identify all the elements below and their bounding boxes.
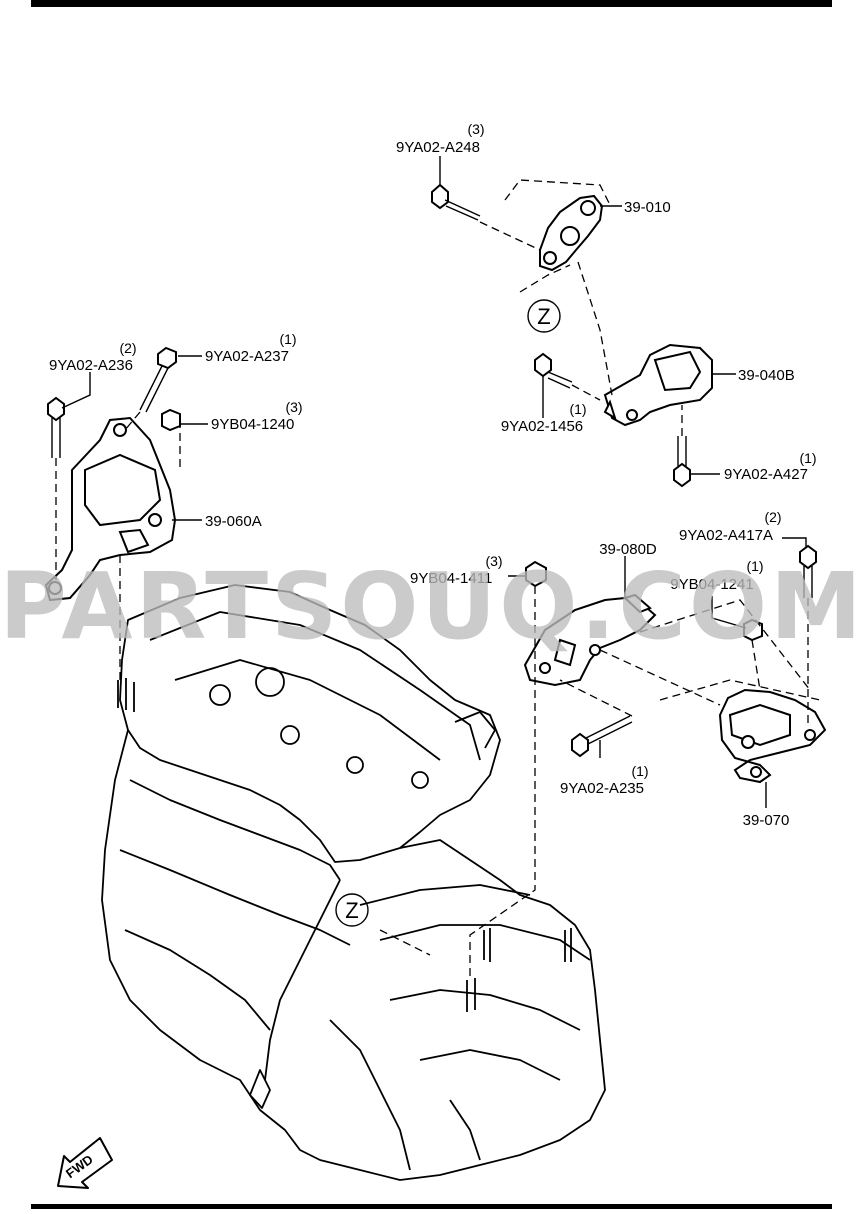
- callout-part-number: 39-010: [624, 199, 671, 216]
- callout-part-number: 39-080D: [599, 541, 657, 558]
- part-39-040B-mount[interactable]: [603, 343, 713, 427]
- callout-qty: (1): [746, 558, 763, 574]
- callout-part-number: 9YB04-1241: [670, 576, 753, 593]
- bolt-9YA02-A248[interactable]: [431, 183, 481, 221]
- callout-9YA02-A237[interactable]: (1) 9YA02-A237: [205, 331, 297, 365]
- callout-39-040B[interactable]: 39-040B: [738, 367, 795, 384]
- callout-part-number: 9YA02-A236: [49, 357, 133, 374]
- callout-part-number: 9YA02-A235: [560, 780, 644, 797]
- part-39-060A-mount[interactable]: [44, 416, 177, 602]
- fwd-arrow-icon: FWD: [57, 1137, 113, 1189]
- callout-9YB04-1411[interactable]: (3) 9YB04-1411: [410, 553, 503, 587]
- bolt-9YA02-A236[interactable]: [47, 396, 65, 458]
- z-marker-top: Z: [527, 299, 561, 333]
- callout-part-number: 39-040B: [738, 367, 795, 384]
- nut-9YB04-1241[interactable]: [743, 618, 763, 642]
- callout-qty: (1): [569, 401, 586, 417]
- callout-9YB04-1240[interactable]: (3) 9YB04-1240: [211, 399, 303, 433]
- callout-part-number: 9YB04-1240: [211, 416, 294, 433]
- bottom-border: [31, 1204, 832, 1209]
- callout-qty: (1): [799, 450, 816, 466]
- bolt-9YA02-A417A[interactable]: [799, 544, 817, 598]
- top-border: [31, 0, 832, 7]
- watermark: PARTSOUQ.COM: [0, 553, 864, 660]
- callout-part-number: 9YB04-1411: [410, 570, 492, 587]
- part-39-080D-bracket[interactable]: [523, 593, 657, 687]
- leader-lines: [61, 156, 807, 808]
- z-marker-bottom: Z: [335, 893, 369, 927]
- nut-9YB04-1240[interactable]: [161, 408, 181, 432]
- nut-9YB04-1411[interactable]: [525, 560, 547, 588]
- callout-part-number: 9YA02-1456: [501, 418, 583, 435]
- callout-9YA02-A235[interactable]: (1) 9YA02-A235: [560, 763, 649, 797]
- callout-9YB04-1241[interactable]: (1) 9YB04-1241: [670, 558, 763, 593]
- part-39-070-mount[interactable]: [718, 688, 827, 784]
- bolt-9YA02-A235[interactable]: [571, 715, 633, 758]
- callout-9YA02-A427[interactable]: (1) 9YA02-A427: [724, 450, 817, 483]
- callout-39-080D[interactable]: 39-080D: [599, 541, 657, 558]
- callout-part-number: 39-060A: [205, 513, 262, 530]
- callout-part-number: 9YA02-A427: [724, 466, 808, 483]
- callout-part-number: 9YA02-A248: [396, 139, 480, 156]
- callout-9YA02-A417A[interactable]: (2) 9YA02-A417A: [679, 509, 782, 544]
- callout-39-060A[interactable]: 39-060A: [205, 513, 262, 530]
- engine-block: [101, 584, 606, 1181]
- callout-qty: (2): [764, 509, 781, 525]
- callout-9YA02-1456[interactable]: (1) 9YA02-1456: [501, 401, 587, 435]
- callout-qty: (3): [485, 553, 502, 569]
- callout-9YA02-A236[interactable]: (2) 9YA02-A236: [49, 340, 137, 374]
- bolt-9YA02-1456[interactable]: [534, 352, 573, 389]
- callout-qty: (3): [467, 121, 484, 137]
- callout-qty: (1): [631, 763, 648, 779]
- callout-part-number: 9YA02-A417A: [679, 527, 773, 544]
- z-marker-bottom-label: Z: [345, 898, 358, 923]
- callout-qty: (1): [279, 331, 296, 347]
- alignment-lines: [55, 179, 821, 980]
- callout-part-number: 9YA02-A237: [205, 348, 289, 365]
- callout-39-010[interactable]: 39-010: [624, 199, 671, 216]
- z-marker-top-label: Z: [537, 304, 550, 329]
- callout-part-number: 39-070: [743, 812, 790, 829]
- part-39-010-bracket[interactable]: [539, 194, 604, 272]
- callout-9YA02-A248[interactable]: (3) 9YA02-A248: [396, 121, 485, 156]
- bolt-9YA02-A427[interactable]: [673, 436, 691, 488]
- callout-39-070[interactable]: 39-070: [743, 812, 790, 829]
- bolt-9YA02-A237[interactable]: [139, 346, 177, 413]
- callout-qty: (2): [119, 340, 136, 356]
- callout-qty: (3): [285, 399, 302, 415]
